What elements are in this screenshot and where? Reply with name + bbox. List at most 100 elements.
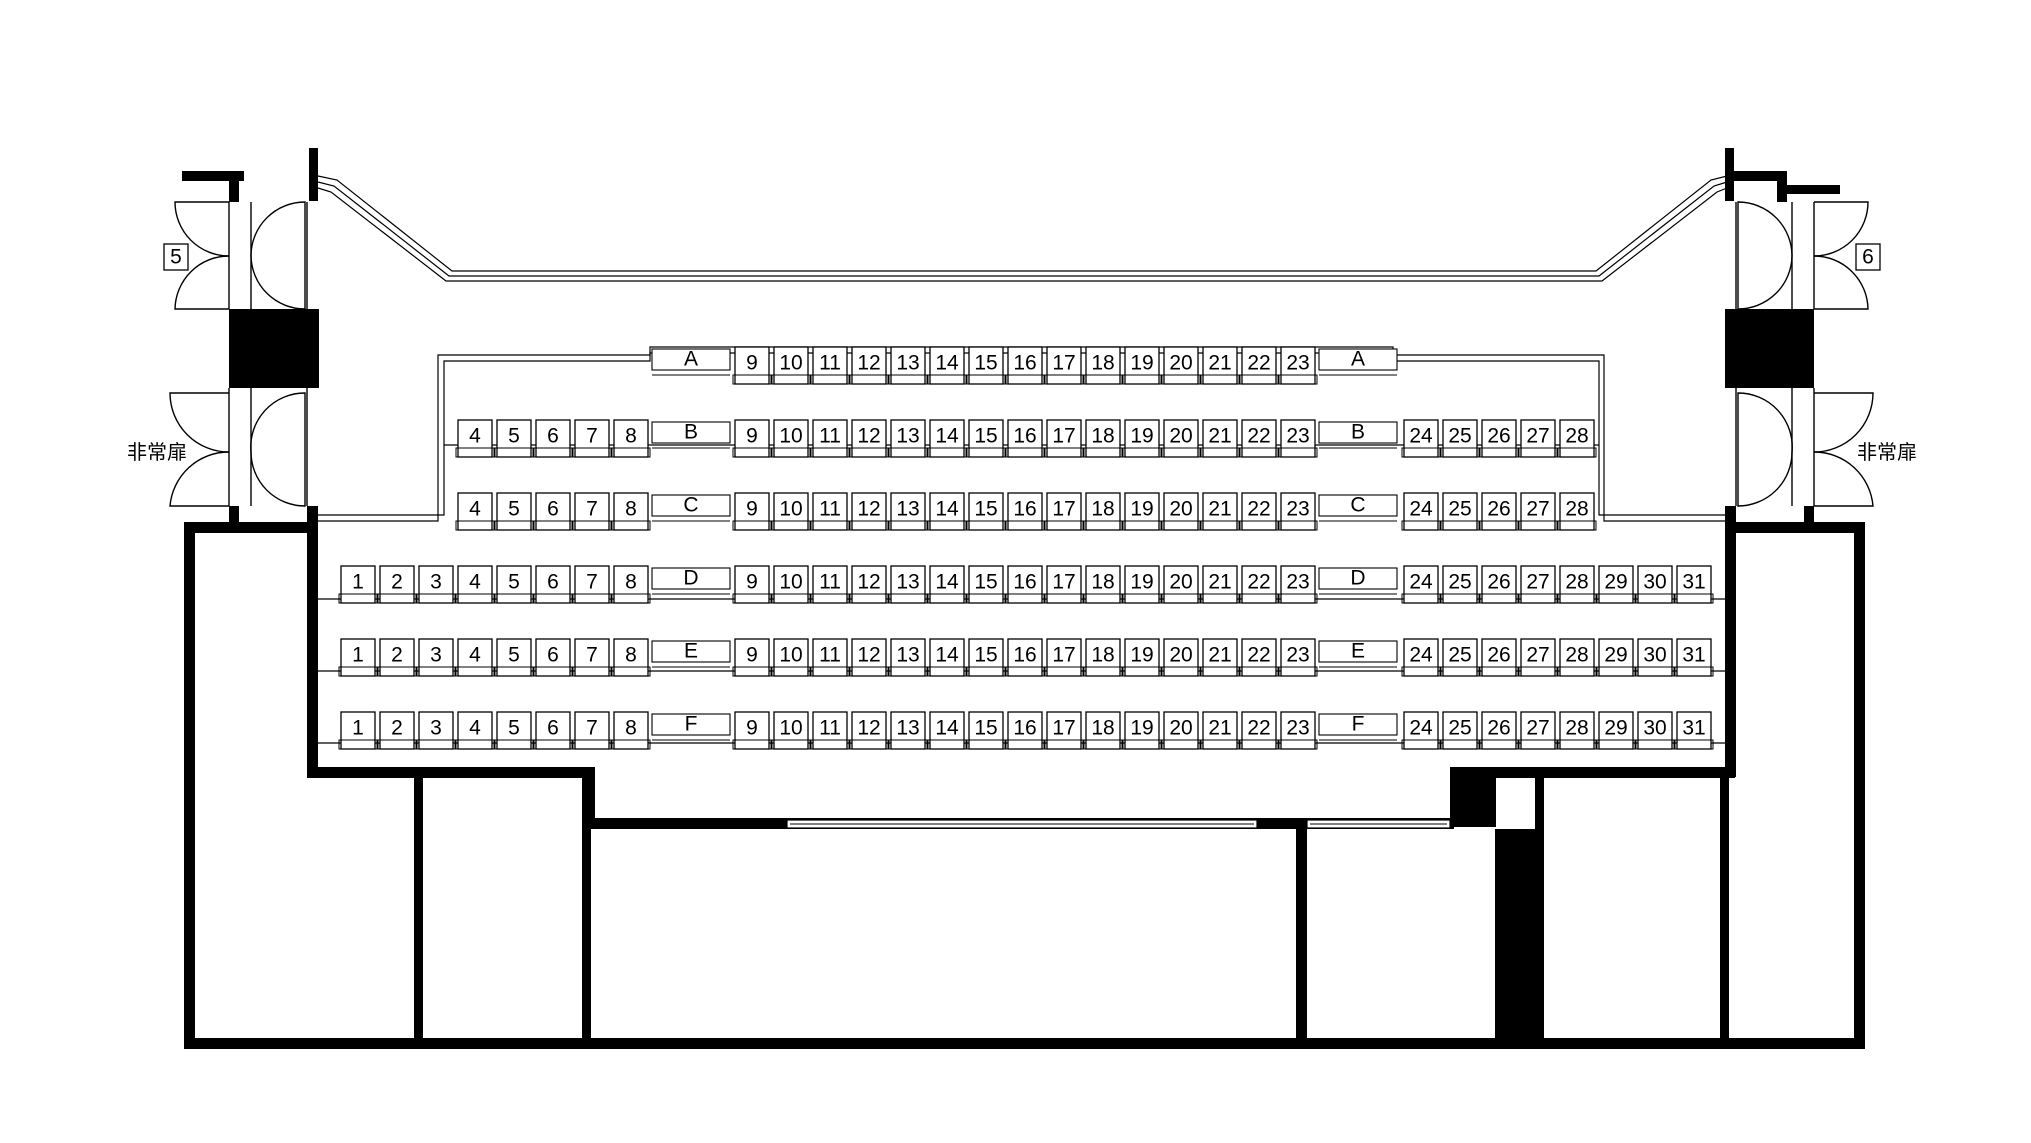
seat-F-14[interactable]: 14 xyxy=(927,711,967,750)
seat-D-13[interactable]: 13 xyxy=(888,565,928,604)
seat-D-19[interactable]: 19 xyxy=(1122,565,1162,604)
seat-F-6[interactable]: 6 xyxy=(533,711,573,750)
seat-D-15[interactable]: 15 xyxy=(966,565,1006,604)
seat-B-24[interactable]: 24 xyxy=(1401,419,1441,458)
seat-F-28[interactable]: 28 xyxy=(1557,711,1597,750)
seat-B-9[interactable]: 9 xyxy=(732,419,772,458)
seat-D-31[interactable]: 31 xyxy=(1674,565,1714,604)
seat-B-20[interactable]: 20 xyxy=(1161,419,1201,458)
seat-D-6[interactable]: 6 xyxy=(533,565,573,604)
seat-E-1[interactable]: 1 xyxy=(338,638,378,677)
seat-D-23[interactable]: 23 xyxy=(1278,565,1318,604)
seat-C-18[interactable]: 18 xyxy=(1083,492,1123,531)
seat-C-19[interactable]: 19 xyxy=(1122,492,1162,531)
seat-A-17[interactable]: 17 xyxy=(1044,346,1084,385)
seat-C-6[interactable]: 6 xyxy=(533,492,573,531)
seat-E-29[interactable]: 29 xyxy=(1596,638,1636,677)
seat-C-13[interactable]: 13 xyxy=(888,492,928,531)
seat-F-16[interactable]: 16 xyxy=(1005,711,1045,750)
seat-D-1[interactable]: 1 xyxy=(338,565,378,604)
seat-C-12[interactable]: 12 xyxy=(849,492,889,531)
seat-D-10[interactable]: 10 xyxy=(771,565,811,604)
seat-B-15[interactable]: 15 xyxy=(966,419,1006,458)
seat-E-13[interactable]: 13 xyxy=(888,638,928,677)
seat-E-14[interactable]: 14 xyxy=(927,638,967,677)
seat-D-4[interactable]: 4 xyxy=(455,565,495,604)
seat-E-30[interactable]: 30 xyxy=(1635,638,1675,677)
seat-D-8[interactable]: 8 xyxy=(611,565,651,604)
seat-E-15[interactable]: 15 xyxy=(966,638,1006,677)
seat-F-8[interactable]: 8 xyxy=(611,711,651,750)
seat-E-18[interactable]: 18 xyxy=(1083,638,1123,677)
seat-D-29[interactable]: 29 xyxy=(1596,565,1636,604)
seat-A-16[interactable]: 16 xyxy=(1005,346,1045,385)
seat-E-7[interactable]: 7 xyxy=(572,638,612,677)
seat-E-6[interactable]: 6 xyxy=(533,638,573,677)
seat-D-12[interactable]: 12 xyxy=(849,565,889,604)
seat-E-28[interactable]: 28 xyxy=(1557,638,1597,677)
seat-A-21[interactable]: 21 xyxy=(1200,346,1240,385)
seat-C-10[interactable]: 10 xyxy=(771,492,811,531)
seat-A-12[interactable]: 12 xyxy=(849,346,889,385)
seat-B-17[interactable]: 17 xyxy=(1044,419,1084,458)
seat-B-21[interactable]: 21 xyxy=(1200,419,1240,458)
seat-F-11[interactable]: 11 xyxy=(810,711,850,750)
seat-C-24[interactable]: 24 xyxy=(1401,492,1441,531)
door-left-upper[interactable] xyxy=(174,201,308,310)
seat-C-17[interactable]: 17 xyxy=(1044,492,1084,531)
seat-B-6[interactable]: 6 xyxy=(533,419,573,458)
seat-E-26[interactable]: 26 xyxy=(1479,638,1519,677)
seat-D-5[interactable]: 5 xyxy=(494,565,534,604)
seat-E-19[interactable]: 19 xyxy=(1122,638,1162,677)
seat-F-7[interactable]: 7 xyxy=(572,711,612,750)
seat-D-20[interactable]: 20 xyxy=(1161,565,1201,604)
seat-D-25[interactable]: 25 xyxy=(1440,565,1480,604)
seat-E-11[interactable]: 11 xyxy=(810,638,850,677)
seat-F-2[interactable]: 2 xyxy=(377,711,417,750)
seat-E-17[interactable]: 17 xyxy=(1044,638,1084,677)
seat-F-5[interactable]: 5 xyxy=(494,711,534,750)
seat-E-3[interactable]: 3 xyxy=(416,638,456,677)
seat-A-23[interactable]: 23 xyxy=(1278,346,1318,385)
seat-F-17[interactable]: 17 xyxy=(1044,711,1084,750)
seat-F-18[interactable]: 18 xyxy=(1083,711,1123,750)
seat-D-24[interactable]: 24 xyxy=(1401,565,1441,604)
seat-D-11[interactable]: 11 xyxy=(810,565,850,604)
seat-C-21[interactable]: 21 xyxy=(1200,492,1240,531)
seat-A-18[interactable]: 18 xyxy=(1083,346,1123,385)
seat-C-11[interactable]: 11 xyxy=(810,492,850,531)
seat-B-25[interactable]: 25 xyxy=(1440,419,1480,458)
seat-E-5[interactable]: 5 xyxy=(494,638,534,677)
seat-E-2[interactable]: 2 xyxy=(377,638,417,677)
seat-D-16[interactable]: 16 xyxy=(1005,565,1045,604)
seat-F-26[interactable]: 26 xyxy=(1479,711,1519,750)
seat-E-20[interactable]: 20 xyxy=(1161,638,1201,677)
seat-A-11[interactable]: 11 xyxy=(810,346,850,385)
seat-F-30[interactable]: 30 xyxy=(1635,711,1675,750)
seat-D-3[interactable]: 3 xyxy=(416,565,456,604)
seat-F-24[interactable]: 24 xyxy=(1401,711,1441,750)
seat-F-10[interactable]: 10 xyxy=(771,711,811,750)
seat-D-26[interactable]: 26 xyxy=(1479,565,1519,604)
seat-B-22[interactable]: 22 xyxy=(1239,419,1279,458)
door-left-lower[interactable] xyxy=(169,388,308,507)
seat-B-27[interactable]: 27 xyxy=(1518,419,1558,458)
seat-B-19[interactable]: 19 xyxy=(1122,419,1162,458)
door-right-lower[interactable] xyxy=(1735,388,1874,507)
seat-B-12[interactable]: 12 xyxy=(849,419,889,458)
seat-B-8[interactable]: 8 xyxy=(611,419,651,458)
seat-C-16[interactable]: 16 xyxy=(1005,492,1045,531)
seat-F-19[interactable]: 19 xyxy=(1122,711,1162,750)
seat-A-22[interactable]: 22 xyxy=(1239,346,1279,385)
seat-F-29[interactable]: 29 xyxy=(1596,711,1636,750)
seat-A-19[interactable]: 19 xyxy=(1122,346,1162,385)
seat-E-22[interactable]: 22 xyxy=(1239,638,1279,677)
seat-E-25[interactable]: 25 xyxy=(1440,638,1480,677)
seat-B-14[interactable]: 14 xyxy=(927,419,967,458)
seat-D-22[interactable]: 22 xyxy=(1239,565,1279,604)
seat-A-15[interactable]: 15 xyxy=(966,346,1006,385)
seat-B-11[interactable]: 11 xyxy=(810,419,850,458)
seat-B-10[interactable]: 10 xyxy=(771,419,811,458)
seat-E-23[interactable]: 23 xyxy=(1278,638,1318,677)
seat-F-15[interactable]: 15 xyxy=(966,711,1006,750)
